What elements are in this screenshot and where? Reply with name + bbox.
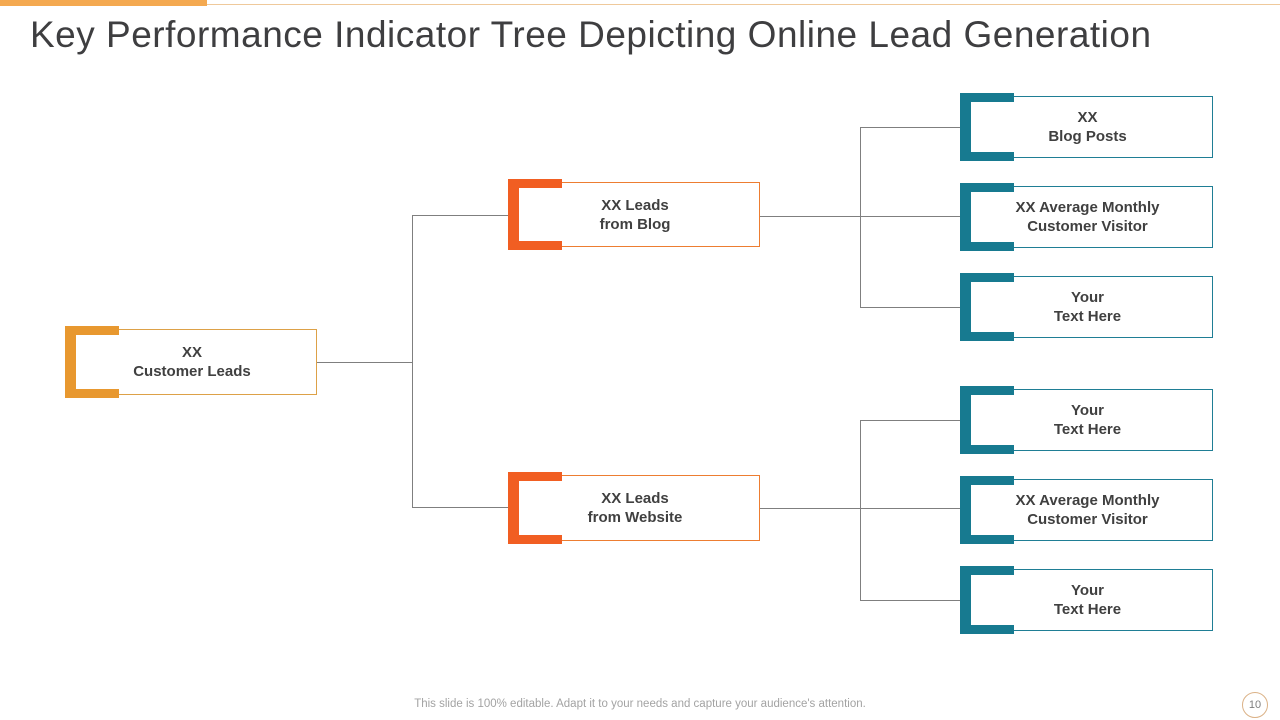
top-accent-line [0, 4, 1280, 5]
node-label: Your Text Here [1054, 581, 1121, 619]
bracket-accent [960, 183, 1014, 251]
connector-line [412, 215, 510, 216]
node-customer-leads: XX Customer Leads [65, 326, 317, 398]
bracket-accent [65, 326, 119, 398]
node-label-line1: XX Average Monthly [1015, 199, 1160, 216]
connector-line [860, 420, 962, 421]
node-label: XX Leads from Website [588, 489, 683, 527]
node-label-line2: from Blog [599, 215, 671, 233]
node-label: XX Customer Leads [133, 343, 251, 381]
node-label-line1: XX Leads [601, 196, 669, 214]
bracket-accent [960, 386, 1014, 454]
node-label-line1: Your [1070, 289, 1105, 306]
connector-line [860, 420, 861, 600]
node-label-line1: XX [1077, 109, 1098, 126]
page-number-badge: 10 [1242, 692, 1268, 718]
node-label-line1: XX Average Monthly [1015, 492, 1160, 509]
node-label: XX Blog Posts [1048, 108, 1126, 146]
node-label-line2: Text Here [1053, 421, 1122, 438]
node-label-line2: from Website [587, 509, 683, 526]
node-avg-monthly-visitor-website: XX Average Monthly Customer Visitor [960, 476, 1213, 544]
node-avg-monthly-visitor-blog: XX Average Monthly Customer Visitor [960, 183, 1213, 251]
node-blog-posts: XX Blog Posts [960, 93, 1213, 161]
node-text-placeholder-website-1: Your Text Here [960, 386, 1213, 454]
bracket-accent [960, 93, 1014, 161]
node-label-line2: Text Here [1053, 308, 1122, 325]
connector-line [860, 127, 861, 307]
node-label-line2: Customer Visitor [1027, 511, 1148, 528]
node-leads-from-website: XX Leads from Website [508, 472, 760, 544]
connector-line [760, 508, 962, 509]
top-accent-bar [0, 0, 207, 6]
node-label-line1: Your [1070, 582, 1105, 599]
connector-line [412, 507, 510, 508]
bracket-accent [960, 566, 1014, 634]
slide-title: Key Performance Indicator Tree Depicting… [30, 14, 1152, 55]
bracket-accent [508, 179, 562, 250]
node-label: XX Average Monthly Customer Visitor [1016, 198, 1160, 236]
node-label-line2: Blog Posts [1048, 128, 1127, 145]
page-number: 10 [1248, 699, 1262, 711]
node-label-line1: XX [181, 344, 202, 361]
bracket-accent [508, 472, 562, 544]
node-label-line2: Text Here [1053, 601, 1122, 618]
node-leads-from-blog: XX Leads from Blog [508, 179, 760, 250]
node-label: Your Text Here [1054, 401, 1121, 439]
node-label-line2: Customer Visitor [1027, 218, 1148, 235]
connector-line [860, 307, 962, 308]
node-text-placeholder-blog: Your Text Here [960, 273, 1213, 341]
connector-line [860, 127, 962, 128]
node-label-line2: Customer Leads [133, 363, 251, 380]
node-label: Your Text Here [1054, 288, 1121, 326]
node-label: XX Average Monthly Customer Visitor [1016, 491, 1160, 529]
connector-line [317, 362, 412, 363]
node-label: XX Leads from Blog [600, 196, 671, 234]
bracket-accent [960, 273, 1014, 341]
connector-line [860, 600, 962, 601]
node-text-placeholder-website-2: Your Text Here [960, 566, 1213, 634]
node-label-line1: XX Leads [601, 490, 669, 507]
node-label-line1: Your [1070, 402, 1105, 419]
connector-line [760, 216, 962, 217]
footer-note: This slide is 100% editable. Adapt it to… [414, 698, 866, 710]
bracket-accent [960, 476, 1014, 544]
connector-line [412, 215, 413, 508]
